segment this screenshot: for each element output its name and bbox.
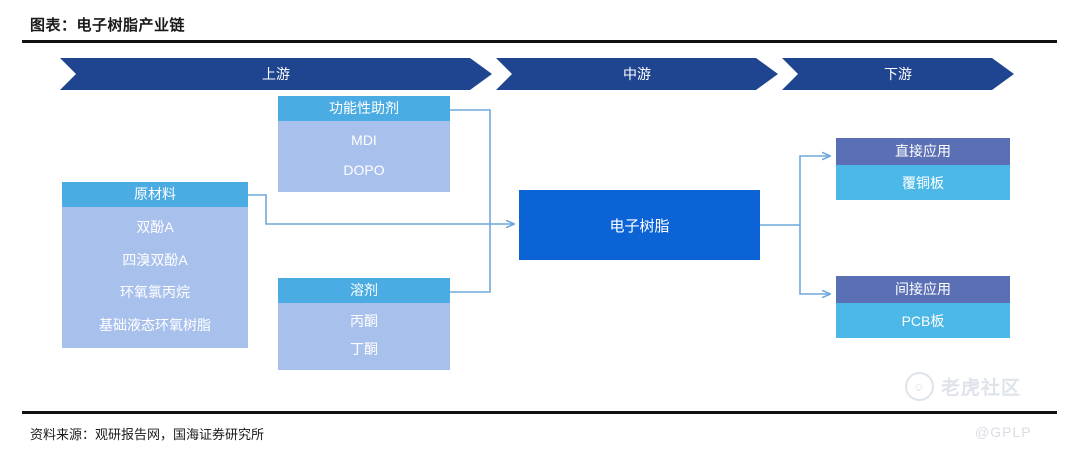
tiger-circle-icon: ☺ [905,372,934,401]
watermark-handle: @GPLP [975,424,1032,440]
watermark-brand: 老虎社区 [941,378,1022,399]
node-functional-additives-header: 功能性助剂 [278,96,450,121]
node-direct-application: 直接应用 覆铜板 [836,138,1010,200]
node-indirect-application: 间接应用 PCB板 [836,276,1010,338]
list-item: 丁酮 [350,341,378,358]
list-item: 四溴双酚A [122,251,188,268]
title-divider [22,40,1057,43]
banner-midstream-label: 中游 [623,66,651,82]
banner-upstream: 上游 [60,58,492,90]
banner-midstream: 中游 [496,58,778,90]
node-indirect-application-header: 间接应用 [836,276,1010,303]
node-electronic-resin: 电子树脂 [519,190,760,260]
source-divider [22,411,1057,414]
source-note: 资料来源：观研报告网，国海证券研究所 [30,427,265,442]
list-item: 基础液态环氧树脂 [99,317,211,334]
page-title: 图表：电子树脂产业链 [30,17,186,34]
node-indirect-application-item: PCB板 [836,303,1010,338]
node-direct-application-header: 直接应用 [836,138,1010,165]
list-item: MDI [351,131,377,148]
node-solvents-body: 丙酮 丁酮 [278,303,450,370]
list-item: 环氧氯丙烷 [120,284,190,301]
watermark: ☺ 老虎社区 [905,372,1021,401]
list-item: DOPO [343,162,385,179]
banner-downstream: 下游 [782,58,1014,90]
node-solvents-header: 溶剂 [278,278,450,303]
node-functional-additives: 功能性助剂 MDI DOPO [278,96,450,192]
banner-downstream-label: 下游 [884,66,912,82]
node-direct-application-item: 覆铜板 [836,165,1010,200]
node-functional-additives-body: MDI DOPO [278,121,450,192]
list-item: 双酚A [136,218,174,235]
node-solvents: 溶剂 丙酮 丁酮 [278,278,450,370]
list-item: 丙酮 [350,312,378,329]
node-raw-materials: 原材料 双酚A 四溴双酚A 环氧氯丙烷 基础液态环氧树脂 [62,182,248,348]
banner-upstream-label: 上游 [262,66,290,82]
node-raw-materials-body: 双酚A 四溴双酚A 环氧氯丙烷 基础液态环氧树脂 [62,207,248,348]
node-raw-materials-header: 原材料 [62,182,248,207]
node-electronic-resin-label: 电子树脂 [609,217,670,235]
